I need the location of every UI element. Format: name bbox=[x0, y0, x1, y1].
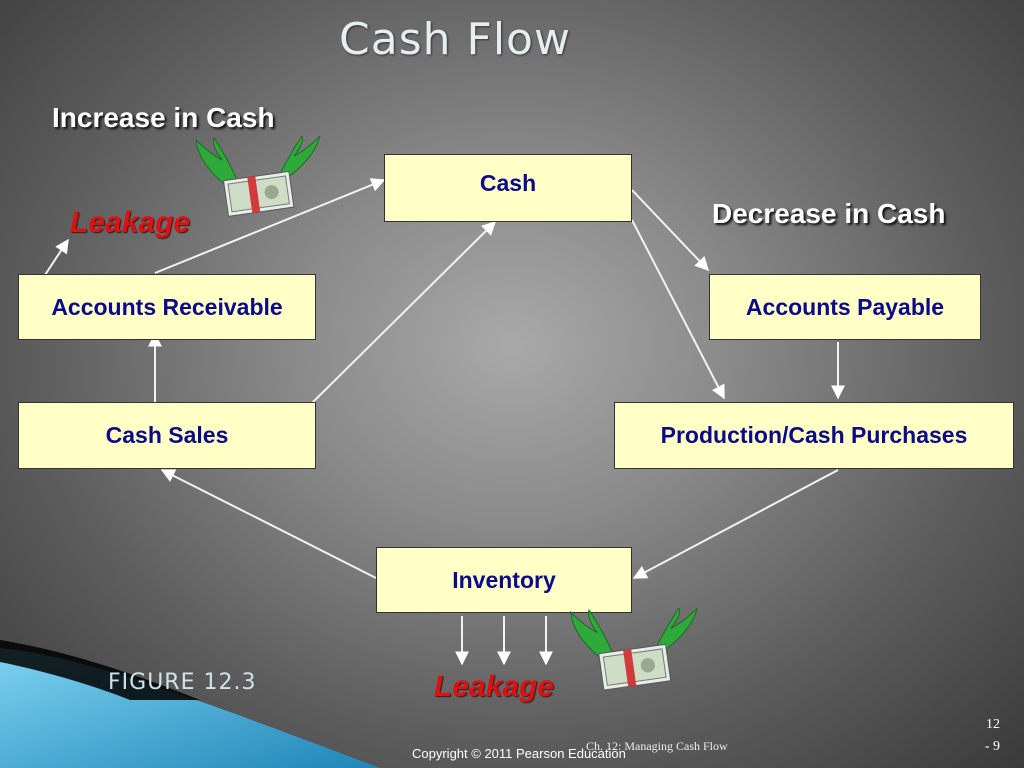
production-cash-purchases-box: Production/Cash Purchases bbox=[614, 402, 1014, 469]
accounts-payable-box: Accounts Payable bbox=[709, 274, 981, 340]
leakage-label-bottom: Leakage bbox=[434, 670, 555, 703]
page-number-line2: - 9 bbox=[984, 739, 1000, 754]
cash-sales-box: Cash Sales bbox=[18, 402, 316, 469]
inventory-box: Inventory bbox=[376, 547, 632, 613]
chapter-footer: Ch. 12: Managing Cash Flow bbox=[586, 739, 728, 753]
figure-label: FIGURE 12.3 bbox=[108, 670, 257, 695]
decrease-in-cash-label: Decrease in Cash bbox=[712, 198, 946, 229]
arrow-cash-to-payable bbox=[631, 189, 709, 272]
copyright-footer: Copyright © 2011 Pearson Education bbox=[412, 746, 626, 761]
arrow-production-to-inventory bbox=[632, 469, 839, 579]
accounts-receivable-box: Accounts Receivable bbox=[18, 274, 316, 340]
increase-in-cash-label: Increase in Cash bbox=[52, 102, 275, 133]
leakage-label-top: Leakage bbox=[70, 206, 191, 239]
arrow-receivable-to-cash bbox=[154, 178, 386, 274]
flying-money-icon bbox=[195, 136, 321, 217]
cash-box: Cash bbox=[384, 154, 632, 222]
arrow-inventory-to-cashsales bbox=[160, 469, 377, 579]
page-number-line1: 12 bbox=[986, 717, 1000, 732]
page-number: 12 - 9 bbox=[985, 714, 1000, 758]
flying-money-icon bbox=[569, 608, 698, 691]
arrow-cashsales-to-cash bbox=[309, 221, 496, 406]
page-title: Cash Flow bbox=[339, 14, 571, 65]
arrow-cash-to-production bbox=[631, 219, 725, 400]
arrow-receivable-to-leakage bbox=[44, 238, 69, 276]
